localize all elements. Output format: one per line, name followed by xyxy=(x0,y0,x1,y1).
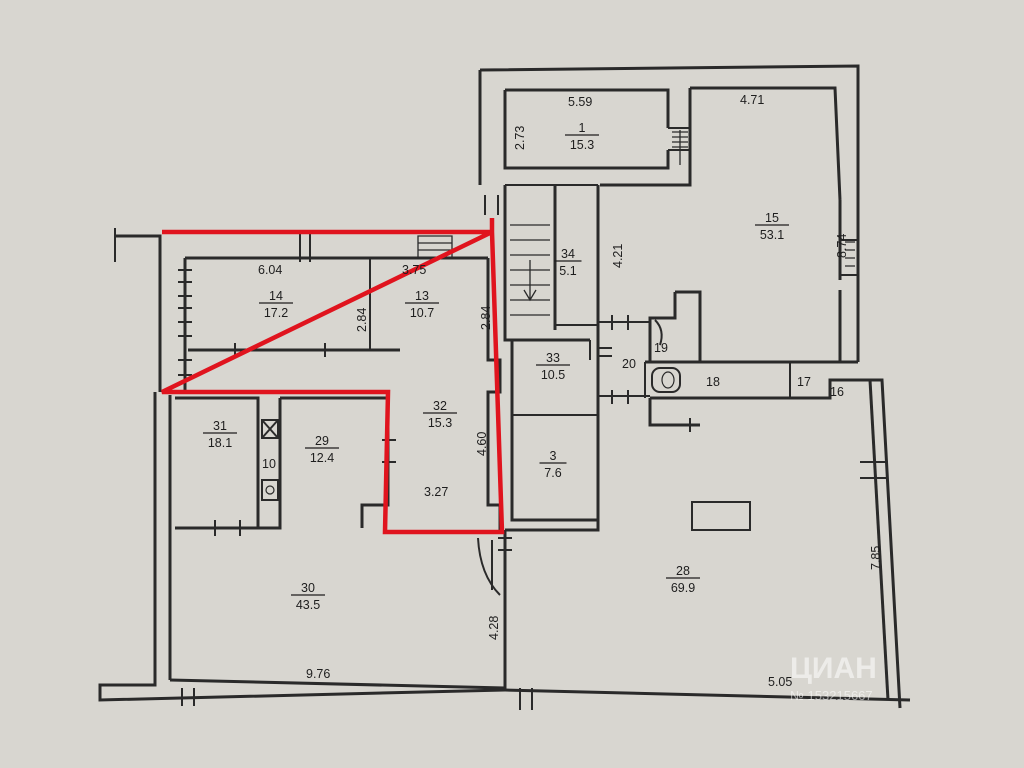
room-label-34: 345.1 xyxy=(554,247,582,278)
room-label-14: 14 17.2 xyxy=(259,289,293,320)
dim-5-59: 5.59 xyxy=(568,95,592,109)
room-number: 30 xyxy=(301,581,315,595)
room-area: 15.3 xyxy=(570,138,594,152)
room-area: 18.1 xyxy=(208,436,232,450)
room-number: 28 xyxy=(676,564,690,578)
room-18-number: 18 xyxy=(706,375,720,389)
room-label-30: 30 43.5 xyxy=(291,581,325,612)
dim-4-28: 4.28 xyxy=(487,616,501,640)
room-number: 14 xyxy=(269,289,283,303)
room-number: 15 xyxy=(765,211,779,225)
room-area: 53.1 xyxy=(760,228,784,242)
room-area: 15.3 xyxy=(428,416,452,430)
room-number: 32 xyxy=(433,399,447,413)
room-number: 33 xyxy=(546,351,560,365)
room-number: 13 xyxy=(415,289,429,303)
room-area: 12.4 xyxy=(310,451,334,465)
dim-3-75: 3.75 xyxy=(402,263,426,277)
door-swing xyxy=(477,530,512,690)
room-17-number: 17 xyxy=(797,375,811,389)
room-10-number: 10 xyxy=(262,457,276,471)
room-label-33: 33 10.5 xyxy=(536,351,570,382)
room-16-number: 16 xyxy=(830,385,844,399)
room-area: 10.5 xyxy=(541,368,565,382)
dim-4-60: 4.60 xyxy=(475,432,489,456)
rooms-33-3 xyxy=(505,340,612,532)
room-label-13: 13 10.7 xyxy=(405,289,439,320)
dim-2-84-right: 2.84 xyxy=(479,306,493,330)
room-number: 31 xyxy=(213,419,227,433)
wc-strip xyxy=(644,360,858,432)
dim-4-71: 4.71 xyxy=(740,93,764,107)
dim-2-84-left: 2.84 xyxy=(355,308,369,332)
room-label-3: 37.6 xyxy=(539,449,567,480)
room-area: 17.2 xyxy=(264,306,288,320)
dim-5-05: 5.05 xyxy=(768,675,792,689)
dim-3-27: 3.27 xyxy=(424,485,448,499)
dim-4-21: 4.21 xyxy=(611,244,625,268)
dim-9-76: 9.76 xyxy=(306,667,330,681)
small-rooms-19-20 xyxy=(598,290,702,404)
room-area: 43.5 xyxy=(296,598,320,612)
room-area: 10.7 xyxy=(410,306,434,320)
room-area: 69.9 xyxy=(671,581,695,595)
room-number: 3 xyxy=(550,449,557,463)
room-19-number: 19 xyxy=(654,341,668,355)
room-label-29: 29 12.4 xyxy=(305,434,339,465)
room-label-15: 15 53.1 xyxy=(755,211,789,242)
room-number: 1 xyxy=(579,121,586,135)
room-labels: 115.31553.1345.11417.21310.73310.53215.3… xyxy=(203,121,789,612)
room-area: 5.1 xyxy=(559,264,576,278)
dim-2-73: 2.73 xyxy=(513,126,527,150)
fixtures-room-28 xyxy=(114,195,888,710)
room-label-28: 28 69.9 xyxy=(666,564,700,595)
room-number: 34 xyxy=(561,247,575,261)
room-label-31: 31 18.1 xyxy=(203,419,237,450)
room-20-number: 20 xyxy=(622,357,636,371)
room-label-32: 32 15.3 xyxy=(423,399,457,430)
stair-room-1 xyxy=(672,130,688,165)
dimension-labels: 5.59 4.71 2.73 8.74 4.21 6.04 3.75 2.84 … xyxy=(258,93,883,689)
room-label-1: 115.3 xyxy=(565,121,599,152)
room-1-walls xyxy=(503,86,842,201)
outer-walls xyxy=(98,64,911,709)
watermark-id: № 153215667 xyxy=(790,688,873,703)
dim-6-04: 6.04 xyxy=(258,263,282,277)
room-area: 7.6 xyxy=(544,466,561,480)
watermark-brand: ЦИАН xyxy=(790,652,877,685)
room-number: 29 xyxy=(315,434,329,448)
highlighted-area-outline xyxy=(161,218,505,535)
dim-8-74: 8.74 xyxy=(835,234,849,258)
dim-7-85: 7.85 xyxy=(869,546,883,570)
